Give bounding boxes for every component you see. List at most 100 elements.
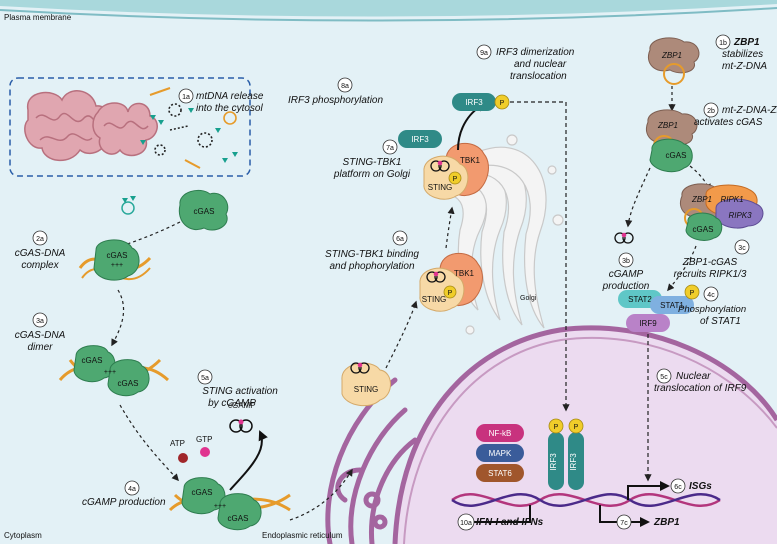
sting-label-6a: STING bbox=[422, 295, 446, 304]
step-9a-line3: translocation bbox=[510, 71, 567, 82]
step-8a-line1: IRF3 phosphorylation bbox=[288, 95, 383, 106]
mtdna-release-box bbox=[9, 77, 251, 177]
step-2a-line2: complex bbox=[21, 260, 59, 271]
plasma-membrane-label: Plasma membrane bbox=[4, 13, 72, 22]
atp-label: ATP bbox=[170, 439, 185, 448]
step-5c-line2: translocation of IRF9 bbox=[654, 383, 747, 394]
ifn-transcription-arrow bbox=[458, 505, 531, 527]
irf3-unphos-label: IRF3 bbox=[411, 135, 429, 144]
step-1b-line1: ZBP1 bbox=[733, 37, 760, 48]
step-1b-line3: mt-Z-DNA bbox=[722, 61, 767, 72]
step-9a-line1: IRF3 dimerization bbox=[496, 47, 575, 58]
sting-tbk1-platform: P TBK1 STING bbox=[423, 142, 489, 200]
step-2b-line1: mt-Z-DNA-ZBP1 bbox=[722, 105, 777, 116]
step-6a-line1: STING-TBK1 binding bbox=[325, 249, 419, 260]
stat1-p-label: P bbox=[690, 290, 695, 297]
step-3a-number: 3a bbox=[36, 318, 44, 325]
step-9a-number: 9a bbox=[480, 50, 488, 57]
step-5a-line2: by cGAMP bbox=[208, 398, 256, 409]
cgamp-product-label: cGAMP bbox=[228, 401, 256, 410]
step-7c-number: 7c bbox=[620, 520, 628, 527]
complex-plus-label: +++ bbox=[111, 262, 123, 269]
stat6-factor: STAT6 bbox=[476, 464, 524, 482]
sting-tbk1-complex: P TBK1 STING bbox=[419, 252, 483, 312]
step-6c-line1: ISGs bbox=[689, 481, 712, 492]
stat2-label: STAT2 bbox=[628, 295, 652, 304]
cgas-dimer-catalytic: cGAS cGAS +++ bbox=[168, 477, 291, 531]
gtp-label: GTP bbox=[196, 435, 212, 444]
cgas-dna-complex: cGAS +++ bbox=[78, 239, 152, 281]
zbp1-label-3c: ZBP1 bbox=[691, 195, 712, 204]
step-4c-number: 4c bbox=[707, 292, 715, 299]
cgamp-product-icon bbox=[229, 419, 253, 433]
step-1a-number: 1a bbox=[182, 94, 190, 101]
step-7a-line2: platform on Golgi bbox=[333, 169, 411, 180]
zbp1-transcription-arrow bbox=[599, 505, 650, 527]
dimer-cgas-label-1: cGAS bbox=[82, 356, 103, 365]
irf3-dimer: P P IRF3 IRF3 bbox=[548, 418, 584, 490]
zbp1-cgas-complex: ZBP1 cGAS bbox=[646, 109, 698, 173]
gtp-molecule bbox=[200, 447, 210, 457]
step-1a-line1: mtDNA release bbox=[196, 91, 264, 102]
step-5a-number: 5a bbox=[201, 375, 209, 382]
step-3b-line2: production bbox=[602, 281, 650, 292]
step-5c-number: 5c bbox=[660, 374, 668, 381]
step-7a-line1: STING-TBK1 bbox=[343, 157, 402, 168]
step-5c-line1: Nuclear bbox=[676, 371, 711, 382]
step-1b-number: 1b bbox=[719, 40, 727, 47]
irf3-phos-label: IRF3 bbox=[465, 98, 483, 107]
ripk1-label: RIPK1 bbox=[720, 195, 743, 204]
irf3-dimer-label-2: IRF3 bbox=[569, 453, 578, 471]
cgas-label-3c: cGAS bbox=[693, 225, 714, 234]
er-label: Endoplasmic reticulum bbox=[262, 531, 343, 540]
irf3-dimer-p-label-1: P bbox=[554, 424, 559, 431]
tbk1-label-6a: TBK1 bbox=[454, 269, 475, 278]
step-4a-line1: cGAMP production bbox=[82, 497, 166, 508]
step-3c-line2: recruits RIPK1/3 bbox=[674, 269, 747, 280]
nfkb-label: NF-kB bbox=[489, 429, 512, 438]
irf9-label: IRF9 bbox=[639, 319, 657, 328]
step-3b-line1: cGAMP bbox=[609, 269, 644, 280]
free-cgas-label: cGAS bbox=[194, 207, 215, 216]
zbp1-z-dna: ZBP1 bbox=[648, 37, 700, 85]
golgi-label: Golgi bbox=[520, 295, 537, 302]
mapk-label: MAPK bbox=[489, 449, 512, 458]
step-2b-number: 2b bbox=[707, 108, 715, 115]
step-6a-number: 6a bbox=[396, 236, 404, 243]
step-6c-number: 6c bbox=[674, 484, 682, 491]
plasma-membrane bbox=[0, 0, 777, 17]
step-5a-line1: STING activation bbox=[202, 386, 278, 397]
step-4a-number: 4a bbox=[128, 486, 136, 493]
step-10a-line1: IFN-I and IFNs bbox=[476, 517, 544, 528]
step-3b-number: 3b bbox=[622, 258, 630, 265]
stat-irf9-complex: STAT2 STAT1 P IRF9 bbox=[618, 284, 700, 332]
mapk-factor: MAPK bbox=[476, 444, 524, 462]
zbp1-cgas-ripk-complex: ZBP1 RIPK1 RIPK3 cGAS bbox=[680, 183, 764, 241]
step-2a-number: 2a bbox=[36, 236, 44, 243]
cgas-dna-dimer: cGAS cGAS +++ bbox=[58, 345, 170, 397]
nfkb-factor: NF-kB bbox=[476, 424, 524, 442]
irf3-unphosphorylated: IRF3 bbox=[398, 130, 442, 148]
atp-molecule bbox=[178, 453, 188, 463]
ripk3-label: RIPK3 bbox=[728, 211, 752, 220]
stat1-label: STAT1 bbox=[660, 301, 684, 310]
endoplasmic-reticulum bbox=[325, 377, 418, 544]
step-3c-line1: ZBP1-cGAS bbox=[682, 257, 738, 268]
irf3-dimer-label-1: IRF3 bbox=[549, 453, 558, 471]
stat6-label: STAT6 bbox=[488, 469, 512, 478]
dimer-cgas-label-2: cGAS bbox=[118, 379, 139, 388]
sting-activated: STING bbox=[341, 362, 391, 407]
step-10a-number: 10a bbox=[460, 520, 472, 527]
step-8a-number: 8a bbox=[341, 83, 349, 90]
isgs-transcription-arrow bbox=[627, 481, 670, 500]
catalytic-plus-label: +++ bbox=[214, 503, 226, 510]
tbk1-p-label-7a: P bbox=[453, 176, 458, 183]
mitochondria-icon bbox=[24, 90, 158, 161]
step-7a-number: 7a bbox=[386, 145, 394, 152]
free-mtdna-fragment bbox=[121, 196, 136, 215]
catalytic-cgas-label-1: cGAS bbox=[192, 488, 213, 497]
step-4c-line2: of STAT1 bbox=[700, 316, 741, 327]
step-1b-line2: stabilizes bbox=[722, 49, 763, 60]
